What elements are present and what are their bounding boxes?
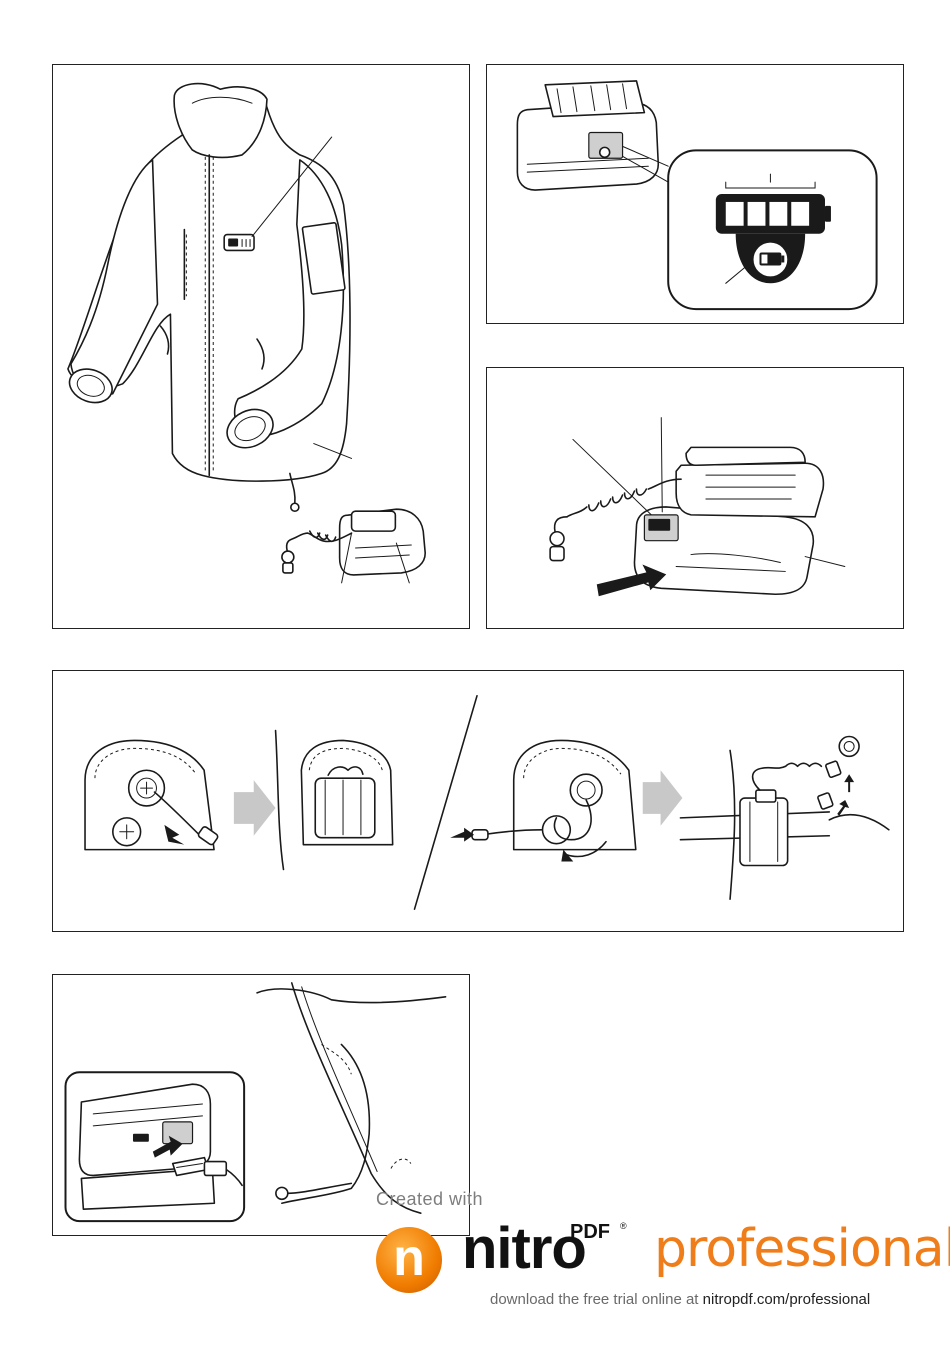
figure-jacket [52,64,470,629]
jacket-illustration [53,65,469,628]
nitro-logo-icon: n [376,1227,442,1293]
nitro-logo-letter: n [376,1227,442,1293]
figure-battery-adapter [486,367,904,629]
watermark-brand-pdf: PDF [570,1221,610,1244]
cable-routing-illustration [53,671,903,931]
watermark-download-line: download the free trial online at nitrop… [490,1291,870,1308]
nitro-watermark: Created with n nitro PDF ® professional … [370,1185,950,1355]
watermark-download-link[interactable]: nitropdf.com/professional [703,1291,871,1308]
battery-indicator-illustration [487,65,903,323]
watermark-registered-mark: ® [620,1221,627,1231]
watermark-brand-professional: professional [654,1219,950,1279]
figure-cable-routing [52,670,904,932]
watermark-created-with: Created with [376,1189,483,1210]
battery-adapter-illustration [487,368,903,628]
watermark-brand-nitro: nitro [462,1215,586,1282]
figure-battery-indicator [486,64,904,324]
watermark-download-prefix: download the free trial online at [490,1291,703,1308]
